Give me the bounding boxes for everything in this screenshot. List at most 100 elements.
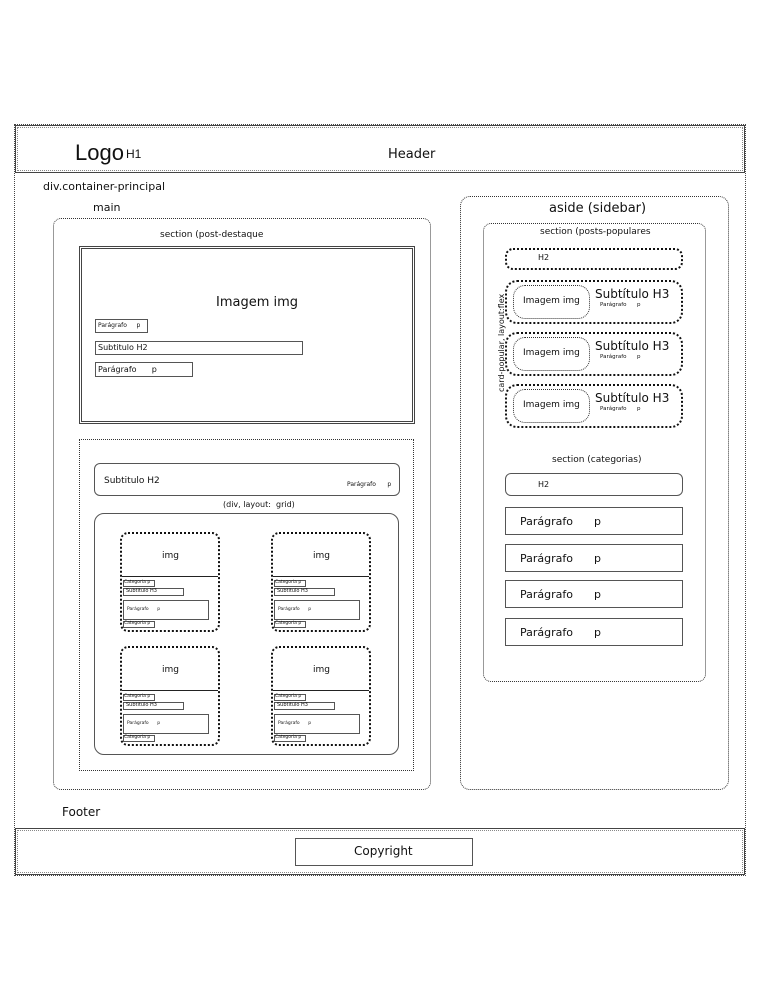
category-item-text: Parágrafo p: [520, 626, 601, 639]
logo-tag: H1: [126, 147, 142, 161]
grid-card-para-text: Parágrafo p: [127, 721, 161, 726]
grid-card-divider: [273, 576, 369, 577]
featured-subtitle: [95, 341, 303, 355]
featured-para: [95, 362, 193, 377]
footer: [15, 828, 745, 875]
grid-card-divider: [273, 690, 369, 691]
grid-card-divider: [122, 576, 218, 577]
popular-card-image: [513, 337, 590, 371]
grid-card-para: [123, 600, 209, 620]
grid-card-tag-top: [274, 694, 306, 701]
popular-card-image: [513, 389, 590, 423]
popular-h2-box: [505, 248, 683, 270]
popular-card-image-text: Imagem img: [523, 348, 580, 358]
header: [15, 125, 745, 173]
grid-card-tag-top: [274, 580, 306, 587]
grid-card-subtitle-text: Subtitulo H3: [277, 702, 308, 708]
popular-card-image: [513, 285, 590, 319]
grid-card-img: img: [313, 551, 330, 561]
grid-card-subtitle: [123, 588, 184, 596]
popular-h2: H2: [538, 253, 550, 262]
container-label: div.container-principal: [43, 180, 165, 193]
grid-card-tag-bottom-text: Categoria p: [275, 735, 302, 740]
popular-card: [505, 332, 683, 376]
popular-card-para: Parágrafo p: [600, 354, 641, 360]
grid-card: [120, 532, 220, 632]
popular-card-subtitle: Subtítulo H3: [595, 339, 670, 353]
grid-card: [271, 646, 371, 746]
grid-card-img: img: [313, 665, 330, 675]
featured-para-small: [95, 319, 148, 333]
featured-section: [79, 246, 415, 424]
grid-card-img: img: [162, 551, 179, 561]
grid-card-img: img: [162, 665, 179, 675]
grid-card-subtitle: [274, 588, 335, 596]
popular-card-subtitle: Subtítulo H3: [595, 391, 670, 405]
popular-card: [505, 384, 683, 428]
grid-card-para-text: Parágrafo p: [278, 607, 312, 612]
grid-card-tag-top-text: Categoria p: [275, 580, 302, 585]
grid-card-tag-bottom-text: Categoria p: [124, 735, 151, 740]
featured-subtitle-text: Subtitulo H2: [98, 343, 148, 352]
category-item: [505, 580, 683, 608]
grid-card-subtitle-text: Subtitulo H3: [277, 588, 308, 594]
grid-card-tag-bottom-text: Categoria p: [124, 621, 151, 626]
featured-para-text: Parágrafo p: [98, 365, 157, 374]
grid-card-tag-bottom: [274, 735, 306, 742]
featured-para-small-text: Parágrafo p: [98, 322, 141, 329]
grid-card-tag-bottom-text: Categoria p: [275, 621, 302, 626]
popular-card-para: Parágrafo p: [600, 406, 641, 412]
category-item: [505, 507, 683, 535]
grid-card: [120, 646, 220, 746]
footer-label: Footer: [62, 805, 101, 819]
grid-card-para-text: Parágrafo p: [278, 721, 312, 726]
logo: Logo: [75, 140, 124, 165]
grid-card-tag-top-text: Categoria p: [124, 580, 151, 585]
category-item-text: Parágrafo p: [520, 552, 601, 565]
popular-card-para: Parágrafo p: [600, 302, 641, 308]
grid-card-para: [123, 714, 209, 734]
popular-card-subtitle: Subtítulo H3: [595, 287, 670, 301]
grid-label: (div, layout: grid): [223, 500, 295, 509]
grid-card-subtitle: [274, 702, 335, 710]
grid-card-divider: [122, 690, 218, 691]
popular-card-image-text: Imagem img: [523, 400, 580, 410]
categories-h2-box: [505, 473, 683, 496]
grid-card-subtitle: [123, 702, 184, 710]
popular-section-label: section (posts-populares: [540, 227, 651, 237]
featured-section-label: section (post-destaque: [160, 230, 264, 240]
header-label: Header: [388, 147, 436, 162]
grid-card-tag-top-text: Categoria p: [275, 694, 302, 699]
grid-card-tag-bottom: [123, 621, 155, 628]
category-item: [505, 544, 683, 572]
grid-card: [271, 532, 371, 632]
grid-card-tag-top: [123, 694, 155, 701]
popular-card-image-text: Imagem img: [523, 296, 580, 306]
categories-h2: H2: [538, 480, 550, 489]
grid-card-para: [274, 714, 360, 734]
featured-image: Imagem img: [216, 295, 299, 310]
grid-card-tag-bottom: [274, 621, 306, 628]
grid-card-para: [274, 600, 360, 620]
main-box: [53, 218, 431, 790]
aside-box: [460, 196, 729, 790]
grid-card-tag-top-text: Categoria p: [124, 694, 151, 699]
copyright-box: [295, 838, 473, 866]
list-header: [94, 463, 400, 496]
grid-card-subtitle-text: Subtitulo H3: [126, 702, 157, 708]
grid: [94, 513, 399, 755]
grid-card-para-text: Parágrafo p: [127, 607, 161, 612]
popular-card: [505, 280, 683, 324]
main-label: main: [93, 201, 121, 214]
grid-card-subtitle-text: Subtitulo H3: [126, 588, 157, 594]
category-item-text: Parágrafo p: [520, 588, 601, 601]
list-para: Parágrafo p: [347, 481, 392, 488]
aside-inner: [483, 223, 706, 682]
category-item-text: Parágrafo p: [520, 515, 601, 528]
grid-card-tag-top: [123, 580, 155, 587]
aside-label: aside (sidebar): [549, 201, 647, 216]
copyright: Copyright: [354, 844, 413, 858]
list-subtitle: Subtitulo H2: [104, 476, 160, 486]
grid-card-tag-bottom: [123, 735, 155, 742]
list-section: [79, 439, 414, 771]
